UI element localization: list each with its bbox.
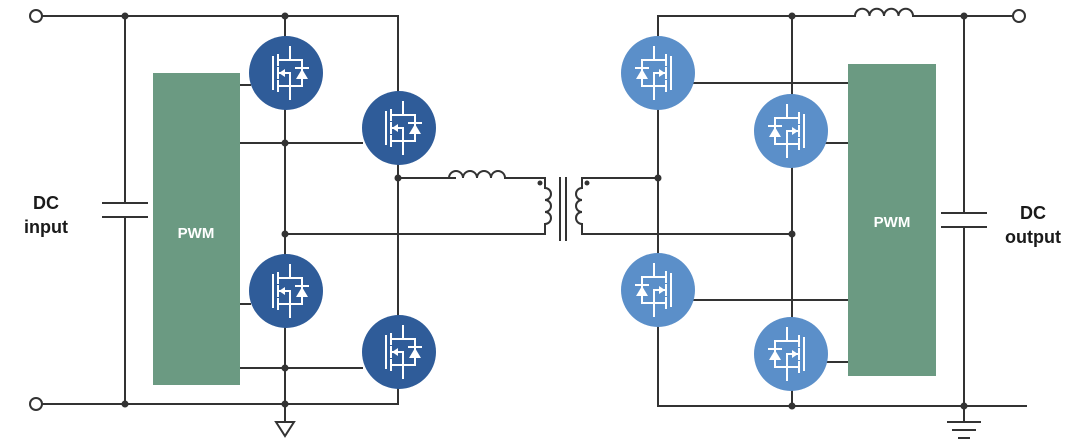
pwm-block-right: PWM bbox=[848, 64, 936, 376]
inductor-icon bbox=[447, 170, 546, 180]
mosfet-secondary-q8 bbox=[754, 317, 828, 391]
ground-icon bbox=[274, 421, 296, 438]
pwm-block-left: PWM bbox=[153, 73, 240, 385]
mosfet-primary-q2 bbox=[362, 91, 436, 165]
mosfet-secondary-q7 bbox=[621, 253, 695, 327]
input-capacitor-icon bbox=[102, 202, 148, 218]
input-terminal-top bbox=[29, 9, 43, 23]
input-terminal-bottom bbox=[29, 397, 43, 411]
ground-icon bbox=[947, 421, 981, 439]
transformer-icon bbox=[537, 177, 590, 241]
pwm-left-label: PWM bbox=[178, 225, 215, 242]
dc-input-label-line1: DC bbox=[33, 193, 59, 213]
mosfet-primary-q4 bbox=[362, 315, 436, 389]
secondary-junctions bbox=[654, 12, 968, 410]
pwm-right-label: PWM bbox=[874, 214, 911, 231]
output-capacitor-icon bbox=[941, 212, 987, 228]
mosfet-secondary-q5 bbox=[621, 36, 695, 110]
output-terminal-top bbox=[1012, 9, 1026, 23]
mosfet-primary-q1 bbox=[249, 36, 323, 110]
primary-junctions bbox=[121, 12, 402, 408]
output-inductor-icon bbox=[853, 7, 915, 18]
mosfet-secondary-q6 bbox=[754, 94, 828, 168]
dc-input-label-line2: input bbox=[24, 217, 68, 237]
dc-output-label-line2: output bbox=[1005, 227, 1061, 247]
mosfet-primary-q3 bbox=[249, 254, 323, 328]
dc-output-label-line1: DC bbox=[1020, 203, 1046, 223]
